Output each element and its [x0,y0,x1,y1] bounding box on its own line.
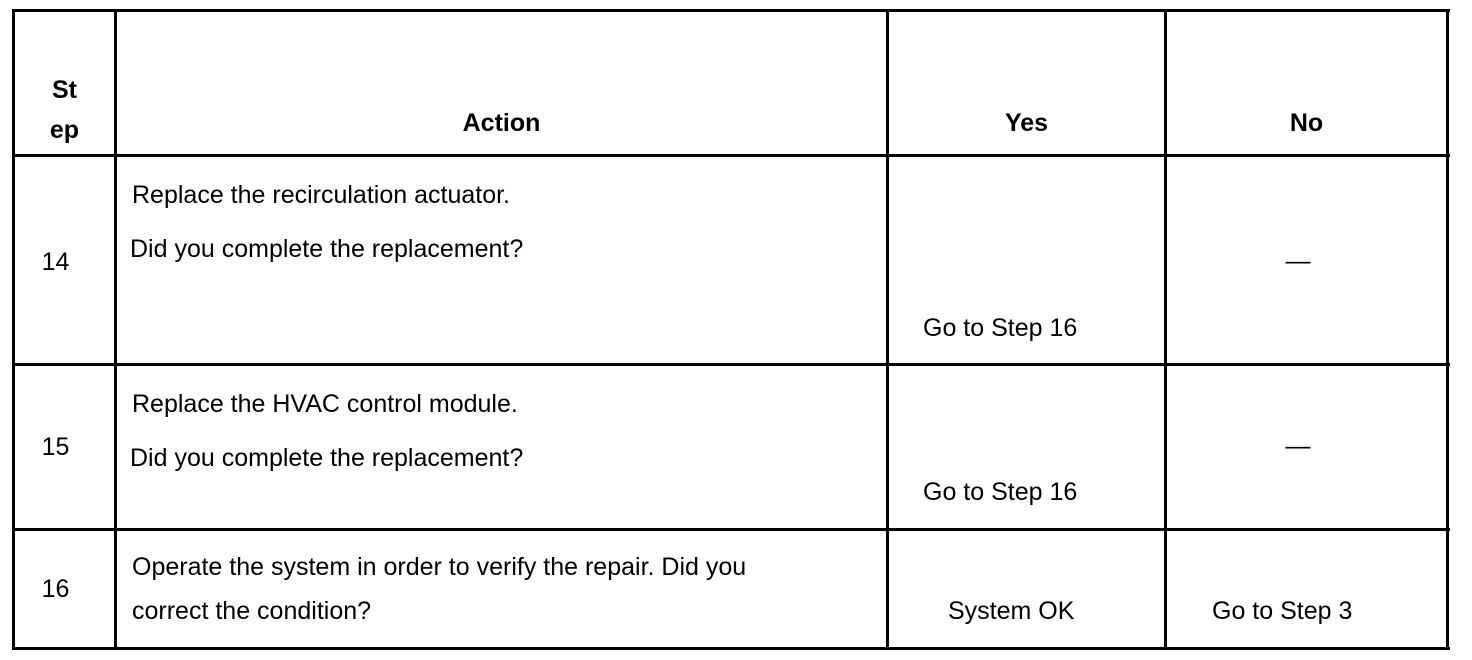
column-divider [1164,9,1167,650]
no-result: Go to Step 3 [1212,597,1353,625]
table-border-bottom [12,647,1450,650]
header-step-line2: ep [49,116,80,144]
action-text: Did you complete the replacement? [130,235,524,263]
column-divider [886,9,889,650]
action-text: Replace the HVAC control module. [132,390,518,418]
row-divider [12,528,1450,531]
step-number: 15 [41,433,70,461]
header-action: Action [462,109,541,137]
table-border-left [12,9,15,650]
no-result: — [1285,247,1311,275]
table-border-top [12,9,1450,12]
yes-result: Go to Step 16 [923,314,1078,342]
table-border-right [1446,9,1449,650]
header-divider [12,154,1450,157]
action-text: correct the condition? [132,597,372,625]
yes-result: System OK [948,597,1075,625]
no-result: — [1285,432,1311,460]
header-step-line1: St [52,76,77,104]
action-text: Operate the system in order to verify th… [132,553,747,581]
step-number: 14 [41,248,70,276]
header-step: St ep [15,70,114,150]
row-divider [12,363,1450,366]
yes-result: Go to Step 16 [923,478,1078,506]
step-number: 16 [41,575,70,603]
action-text: Did you complete the replacement? [130,444,524,472]
column-divider [114,9,117,650]
header-no: No [1289,109,1324,137]
header-yes: Yes [1004,109,1049,137]
action-text: Replace the recirculation actuator. [132,181,510,209]
